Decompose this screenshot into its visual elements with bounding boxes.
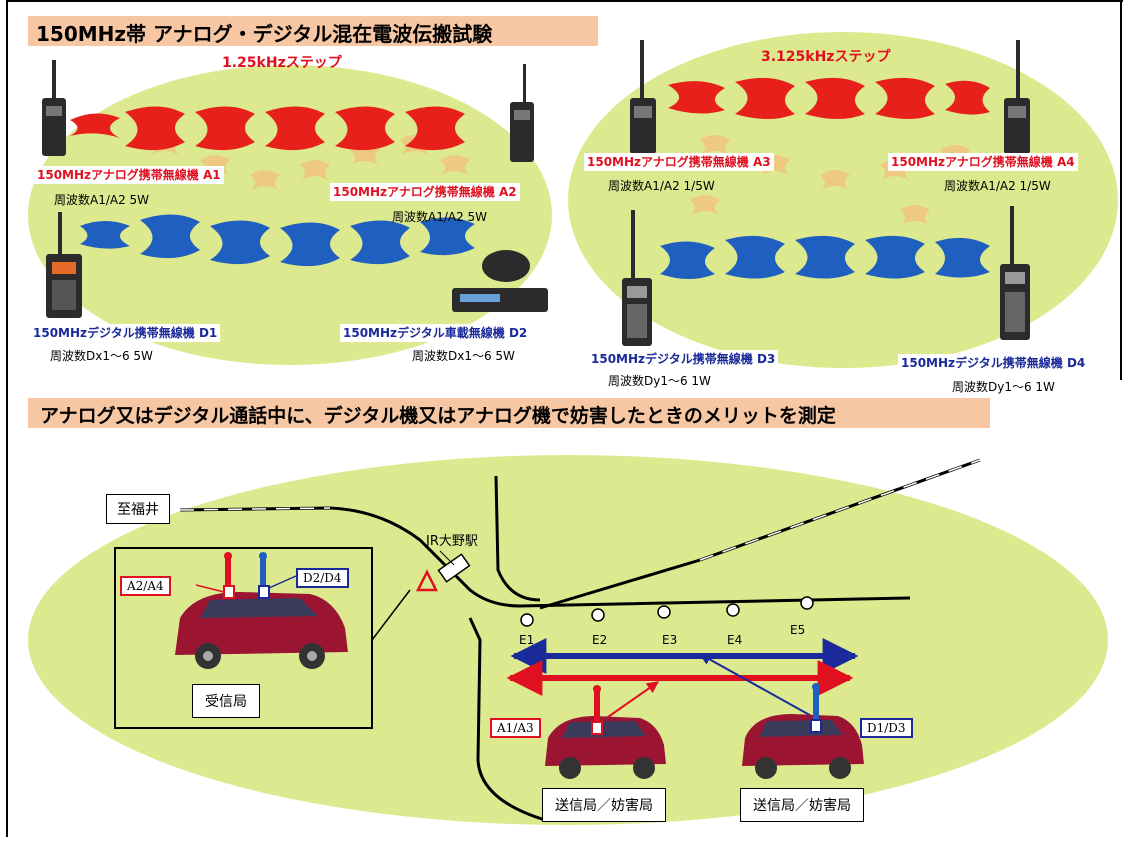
- label-a4: 150MHzアナログ携帯無線機 A4: [888, 153, 1078, 171]
- tx-van-2-icon: [742, 683, 864, 779]
- left-step-label: 1.25kHzステップ: [222, 55, 342, 71]
- freq-a1: 周波数A1/A2 5W: [54, 193, 150, 207]
- tx-antenna-a-label: A1/A3: [490, 718, 541, 738]
- radio-d4-icon: [1000, 206, 1030, 340]
- radio-a1-icon: [42, 60, 66, 156]
- point-e5: [800, 596, 814, 610]
- tx-antenna-d-label: D1/D3: [860, 718, 913, 738]
- freq-d1: 周波数Dx1～6 5W: [50, 349, 153, 363]
- freq-a3: 周波数A1/A2 1/5W: [608, 179, 715, 193]
- railway-dashes: [179, 459, 981, 561]
- left-red-waves: [70, 106, 465, 151]
- figure-frame: [6, 0, 1123, 837]
- subtitle: アナログ又はデジタル通話中に、デジタル機又はアナログ機で妨害したときのメリットを…: [40, 405, 836, 427]
- receiver-location-icon: [415, 569, 439, 592]
- point-e3: [657, 605, 671, 619]
- tx-station-2-label: 送信局／妨害局: [740, 788, 864, 822]
- direction-label: 至福井: [106, 494, 170, 524]
- left-faint-chevrons: [150, 135, 470, 191]
- label-d1: 150MHzデジタル携帯無線機 D1: [30, 324, 221, 342]
- right-step-label: 3.125kHzステップ: [761, 49, 891, 65]
- radio-a4-icon: [1004, 40, 1030, 154]
- radio-a3-icon: [630, 40, 656, 154]
- title-band: [28, 16, 598, 46]
- freq-d3: 周波数Dy1～6 1W: [608, 374, 711, 388]
- receiver-label: 受信局: [192, 684, 260, 718]
- point-label-e3: E3: [662, 633, 678, 647]
- point-e1: [520, 613, 534, 627]
- receiver-van-icon: [175, 592, 348, 669]
- freq-a4: 周波数A1/A2 1/5W: [944, 179, 1051, 193]
- right-field: [568, 32, 1118, 368]
- point-e2: [591, 608, 605, 622]
- subtitle-band: [28, 398, 990, 428]
- right-red-waves: [668, 77, 990, 119]
- freq-d4: 周波数Dy1～6 1W: [952, 380, 1055, 394]
- right-blue-waves: [660, 235, 990, 279]
- left-blue-waves: [80, 214, 475, 267]
- point-e4: [726, 603, 740, 617]
- radio-d1-icon: [46, 212, 82, 318]
- point-label-e4: E4: [727, 633, 743, 647]
- label-d2: 150MHzデジタル車載無線機 D2: [340, 324, 531, 342]
- rx-antenna-blue-icon: [258, 552, 270, 599]
- freq-a2: 周波数A1/A2 5W: [392, 210, 488, 224]
- page-title: 150MHz帯 アナログ・デジタル混在電波伝搬試験: [36, 22, 493, 46]
- point-label-e1: E1: [519, 633, 535, 647]
- label-d4: 150MHzデジタル携帯無線機 D4: [898, 354, 1089, 372]
- label-a2: 150MHzアナログ携帯無線機 A2: [330, 183, 520, 201]
- radio-d3-icon: [622, 210, 652, 346]
- radio-d2-icon: [452, 250, 548, 312]
- tx-van-1-icon: [545, 685, 666, 779]
- freq-d2: 周波数Dx1～6 5W: [412, 349, 515, 363]
- station-label: JR大野駅: [426, 534, 478, 549]
- tx-station-1-label: 送信局／妨害局: [542, 788, 666, 822]
- rx-antenna-d-label: D2/D4: [296, 568, 349, 588]
- point-label-e5: E5: [790, 623, 806, 637]
- jr-station-icon: [437, 553, 471, 583]
- rx-antenna-a-label: A2/A4: [120, 576, 171, 596]
- point-label-e2: E2: [592, 633, 608, 647]
- tx-blue-link: [698, 653, 816, 719]
- label-d3: 150MHzデジタル携帯無線機 D3: [588, 350, 779, 368]
- radio-a2-icon: [510, 64, 534, 162]
- measurement-points: [520, 596, 814, 627]
- label-a3: 150MHzアナログ携帯無線機 A3: [584, 153, 774, 171]
- label-a1: 150MHzアナログ携帯無線機 A1: [34, 166, 224, 184]
- receiver-inset: [114, 547, 373, 729]
